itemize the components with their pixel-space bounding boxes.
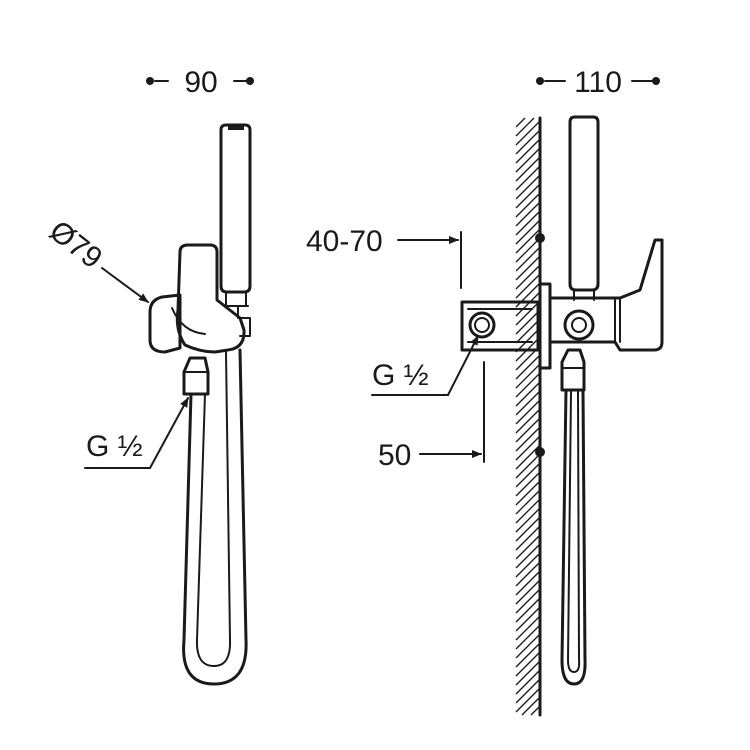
hatch-line — [515, 480, 541, 506]
anchor-dot-top — [535, 233, 545, 243]
hatch-line — [521, 696, 541, 716]
hatch-line — [515, 147, 541, 173]
hatch-line — [515, 579, 541, 605]
hatch-line — [515, 309, 541, 335]
connector-fitting — [182, 356, 210, 396]
hatch-line — [515, 471, 541, 497]
hatch-line — [515, 264, 541, 290]
connector-fitting-wall — [560, 348, 586, 392]
hatch-line — [515, 687, 541, 713]
hatch-line — [515, 174, 541, 200]
hatch-line — [515, 237, 541, 263]
hatch-line — [515, 183, 541, 209]
hatch-line — [515, 534, 541, 560]
hatch-line — [515, 291, 541, 317]
hatch-line — [515, 327, 541, 353]
hose — [182, 348, 248, 686]
hatch-line — [515, 228, 541, 254]
hatch-line — [515, 372, 541, 398]
hatch-line — [515, 117, 535, 137]
width-label-110: 110 — [574, 66, 622, 99]
offset-dimension: 50 — [378, 361, 485, 472]
hatch-line — [515, 453, 541, 479]
hatch-line — [515, 615, 541, 641]
hatch-line — [515, 507, 541, 533]
hatch-line — [515, 117, 526, 128]
hatch-line — [515, 588, 541, 614]
hatch-line — [515, 381, 541, 407]
hatch-line — [515, 408, 541, 434]
hatch-line — [515, 462, 541, 488]
hatch-line — [515, 543, 541, 569]
mixer-body — [548, 238, 664, 352]
thread-leader-left: G ½ — [84, 397, 189, 469]
hatch-line — [515, 156, 541, 182]
offset-label: 50 — [378, 439, 411, 472]
hatch-line — [515, 390, 541, 416]
hand-shower — [219, 123, 252, 319]
hatch-line — [515, 489, 541, 515]
hatch-line — [515, 273, 541, 299]
wall-section — [515, 117, 541, 716]
hatch-line — [515, 363, 541, 389]
hatch-line — [515, 192, 541, 218]
hatch-line — [515, 318, 541, 344]
hatch-line — [515, 678, 541, 704]
dimension-dot-right — [652, 77, 660, 85]
diameter-label: Ø79 — [43, 214, 108, 275]
depth-label: 40-70 — [306, 225, 383, 258]
hatch-line — [515, 165, 541, 191]
hatch-line — [515, 120, 541, 146]
anchor-dot-bottom — [535, 447, 545, 457]
hand-shower-wall — [568, 115, 600, 301]
hatch-line — [515, 138, 541, 164]
width-dimension-90: 90 — [146, 66, 254, 99]
hatch-line — [515, 642, 541, 668]
hatch-line — [515, 669, 541, 695]
valve-body — [148, 243, 251, 354]
hatch-line — [515, 516, 541, 542]
depth-dimension: 40-70 — [306, 225, 462, 289]
thread-label-right: G ½ — [372, 359, 429, 392]
hatch-line — [515, 426, 541, 452]
hatch-line — [515, 552, 541, 578]
hatch-line — [515, 246, 541, 272]
dimension-dot-left — [536, 77, 544, 85]
thread-leader-right: G ½ — [371, 335, 479, 396]
hatch-line — [515, 570, 541, 596]
hatch-line — [515, 498, 541, 524]
hatch-line — [515, 525, 541, 551]
width-label-90: 90 — [184, 66, 217, 99]
thread-label-left: G ½ — [86, 430, 143, 463]
hatch-line — [515, 660, 541, 686]
hatch-line — [515, 201, 541, 227]
hatch-line — [515, 129, 541, 155]
in-wall-box — [460, 300, 540, 352]
hatch-line — [515, 417, 541, 443]
hatch-line — [515, 435, 541, 461]
hatch-line — [515, 597, 541, 623]
hose-wall — [560, 388, 587, 686]
hatch-line — [515, 651, 541, 677]
diameter-leader: Ø79 — [43, 214, 149, 303]
hatch-line — [515, 354, 541, 380]
hatch-line — [515, 633, 541, 659]
hatch-line — [515, 255, 541, 281]
hatch-line — [515, 399, 541, 425]
side-view: 90 Ø79 — [43, 66, 254, 686]
hatch-line — [515, 210, 541, 236]
hatch-line — [515, 624, 541, 650]
hatch-line — [515, 300, 541, 326]
hatch-line — [515, 606, 541, 632]
dimension-dot-right — [246, 77, 254, 85]
hatch-line — [515, 561, 541, 587]
width-dimension-110: 110 — [536, 66, 660, 99]
hatch-line — [515, 219, 541, 245]
wall-view: 110 — [306, 66, 664, 717]
dimension-dot-left — [146, 77, 154, 85]
